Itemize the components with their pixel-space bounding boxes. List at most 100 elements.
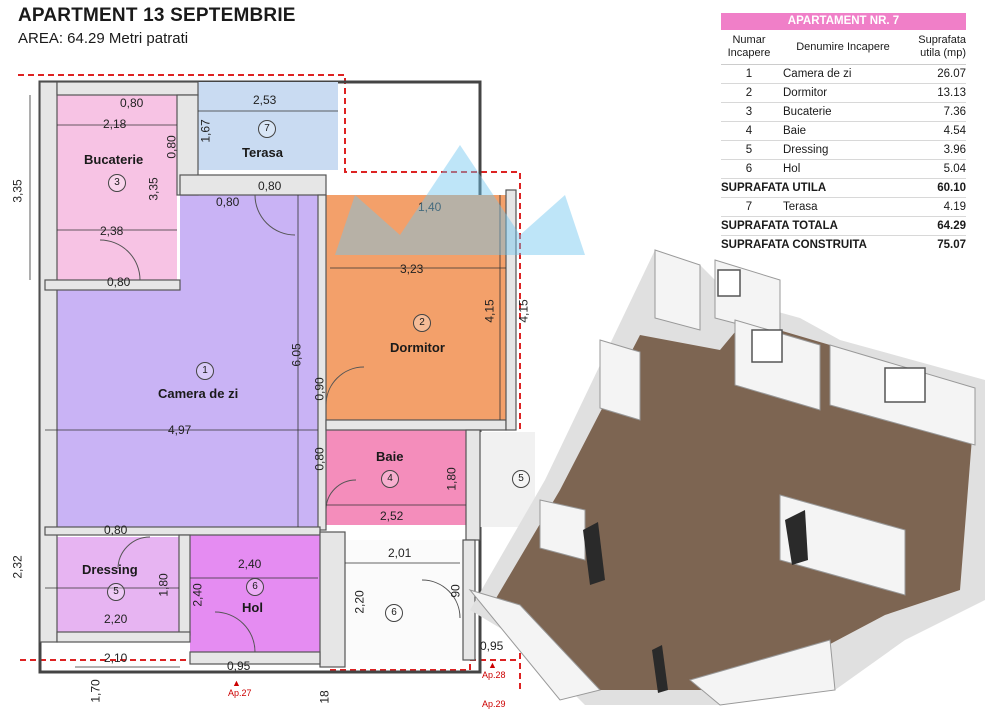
marker-triangle-icon: ▲ [232, 678, 241, 688]
room-number-dressing: 5 [107, 583, 125, 601]
dimension-label: 0,80 [164, 135, 179, 159]
room-number-bucaterie: 3 [108, 174, 126, 192]
table-row-utila: SUPRAFATA UTILA 60.10 [721, 179, 966, 198]
room-label-terasa: Terasa [242, 145, 283, 160]
dimension-label: 1,70 [88, 679, 103, 703]
dimension-label: 0,95 [480, 639, 504, 653]
wall [56, 81, 199, 96]
cell: Dormitor [783, 87, 828, 99]
render-3d-window [717, 269, 741, 297]
dimension-label: 0,80 [312, 447, 327, 471]
room-number-baie: 4 [381, 470, 399, 488]
dimension-label: 0,80 [258, 179, 282, 193]
dimension-label: 18 [317, 690, 332, 704]
cell: 64.29 [937, 220, 966, 232]
room-label-dormitor: Dormitor [390, 340, 445, 355]
wall [189, 651, 321, 665]
cell: 13.13 [937, 87, 966, 99]
dimension-label: 1,80 [156, 573, 171, 597]
apartment-boundary [18, 74, 521, 690]
table-row: 4 Baie 4.54 [721, 122, 966, 141]
room-number-6b: 6 [385, 604, 403, 622]
cell: 5 [745, 144, 753, 156]
room-number-terasa: 7 [258, 120, 276, 138]
column-header: Numar Incapere [727, 34, 771, 59]
cell: Bucaterie [783, 106, 832, 118]
cell: 60.10 [937, 182, 966, 194]
dimension-label: 1,67 [198, 119, 213, 143]
dimension-label: 4,97 [168, 423, 192, 437]
render-3d-door [785, 510, 808, 565]
wall [44, 526, 321, 536]
marker-triangle-icon: ▲ [488, 660, 497, 670]
cell: 26.07 [937, 68, 966, 80]
render-3d-wall [654, 249, 701, 331]
cell: Camera de zi [783, 68, 852, 80]
dimension-label: 2,53 [253, 93, 277, 107]
dimension-label: 0,80 [216, 195, 240, 209]
table-row: 1 Camera de zi 26.07 [721, 65, 966, 84]
cell: 4.54 [943, 125, 966, 137]
door-swing [99, 239, 141, 281]
marker-ap28: Ap.28 [482, 670, 506, 680]
wall [44, 279, 181, 291]
dimension-label: 90 [448, 584, 463, 598]
render-3d-wall [599, 339, 641, 421]
cell: 4 [745, 125, 753, 137]
room-6b-fill [345, 540, 463, 660]
dimension-label: 2,40 [238, 557, 262, 571]
wall [462, 539, 476, 661]
room-number-hol: 6 [246, 578, 264, 596]
dimension-label: 0,80 [104, 523, 128, 537]
cell: Dressing [783, 144, 829, 156]
render-3d-window [751, 329, 783, 363]
cell: Terasa [783, 201, 818, 213]
table-row: 3 Bucaterie 7.36 [721, 103, 966, 122]
wall [319, 531, 346, 668]
dimension-label: 2,40 [190, 583, 205, 607]
cell: 7.36 [943, 106, 966, 118]
wall [317, 194, 327, 531]
room-number-dormitor: 2 [413, 314, 431, 332]
table-title: APARTAMENT NR. 7 [721, 13, 966, 30]
render-3d-door [652, 645, 668, 693]
wall [56, 631, 191, 643]
door-swing [325, 366, 365, 406]
dimension-label: 0,80 [120, 96, 144, 110]
room-label-baie: Baie [376, 449, 404, 464]
cell: 3 [745, 106, 753, 118]
render-3d-window [884, 367, 926, 403]
wall [465, 429, 481, 541]
dimension-label: 2,20 [352, 590, 367, 614]
dimension-label: 2,32 [10, 555, 25, 579]
column-header: Denumire Incapere [796, 40, 890, 53]
wall [178, 534, 191, 636]
cell: 6 [745, 163, 753, 175]
cell: 1 [745, 68, 753, 80]
cell: Baie [783, 125, 807, 137]
cell: Hol [783, 163, 801, 175]
room-label-hol: Hol [242, 600, 263, 615]
cell: 75.07 [937, 239, 966, 251]
area-table: APARTAMENT NR. 7 Numar Incapere Denumire… [721, 13, 966, 254]
render-3d-wall [688, 639, 836, 706]
door-swing [117, 536, 151, 570]
dimension-label: 3,35 [146, 177, 161, 201]
table-row: 2 Dormitor 13.13 [721, 84, 966, 103]
render-3d-wall [779, 494, 906, 596]
apartment-boundary-bottom [20, 659, 520, 671]
render-3d [468, 249, 985, 706]
table-row: 6 Hol 5.04 [721, 160, 966, 179]
door-swing [421, 579, 461, 619]
render-3d-door [583, 522, 605, 585]
dimension-label: 2,52 [380, 509, 404, 523]
cell: 2 [745, 87, 753, 99]
dimension-label: 2,18 [103, 117, 127, 131]
render-3d-wall [468, 589, 601, 701]
dimension-label: 1,40 [418, 200, 442, 214]
column-header: Suprafata utila (mp) [918, 34, 966, 59]
table-row-construita: SUPRAFATA CONSTRUITA 75.07 [721, 236, 966, 254]
marker-ap27: Ap.27 [228, 688, 252, 698]
cell: 5.04 [943, 163, 966, 175]
